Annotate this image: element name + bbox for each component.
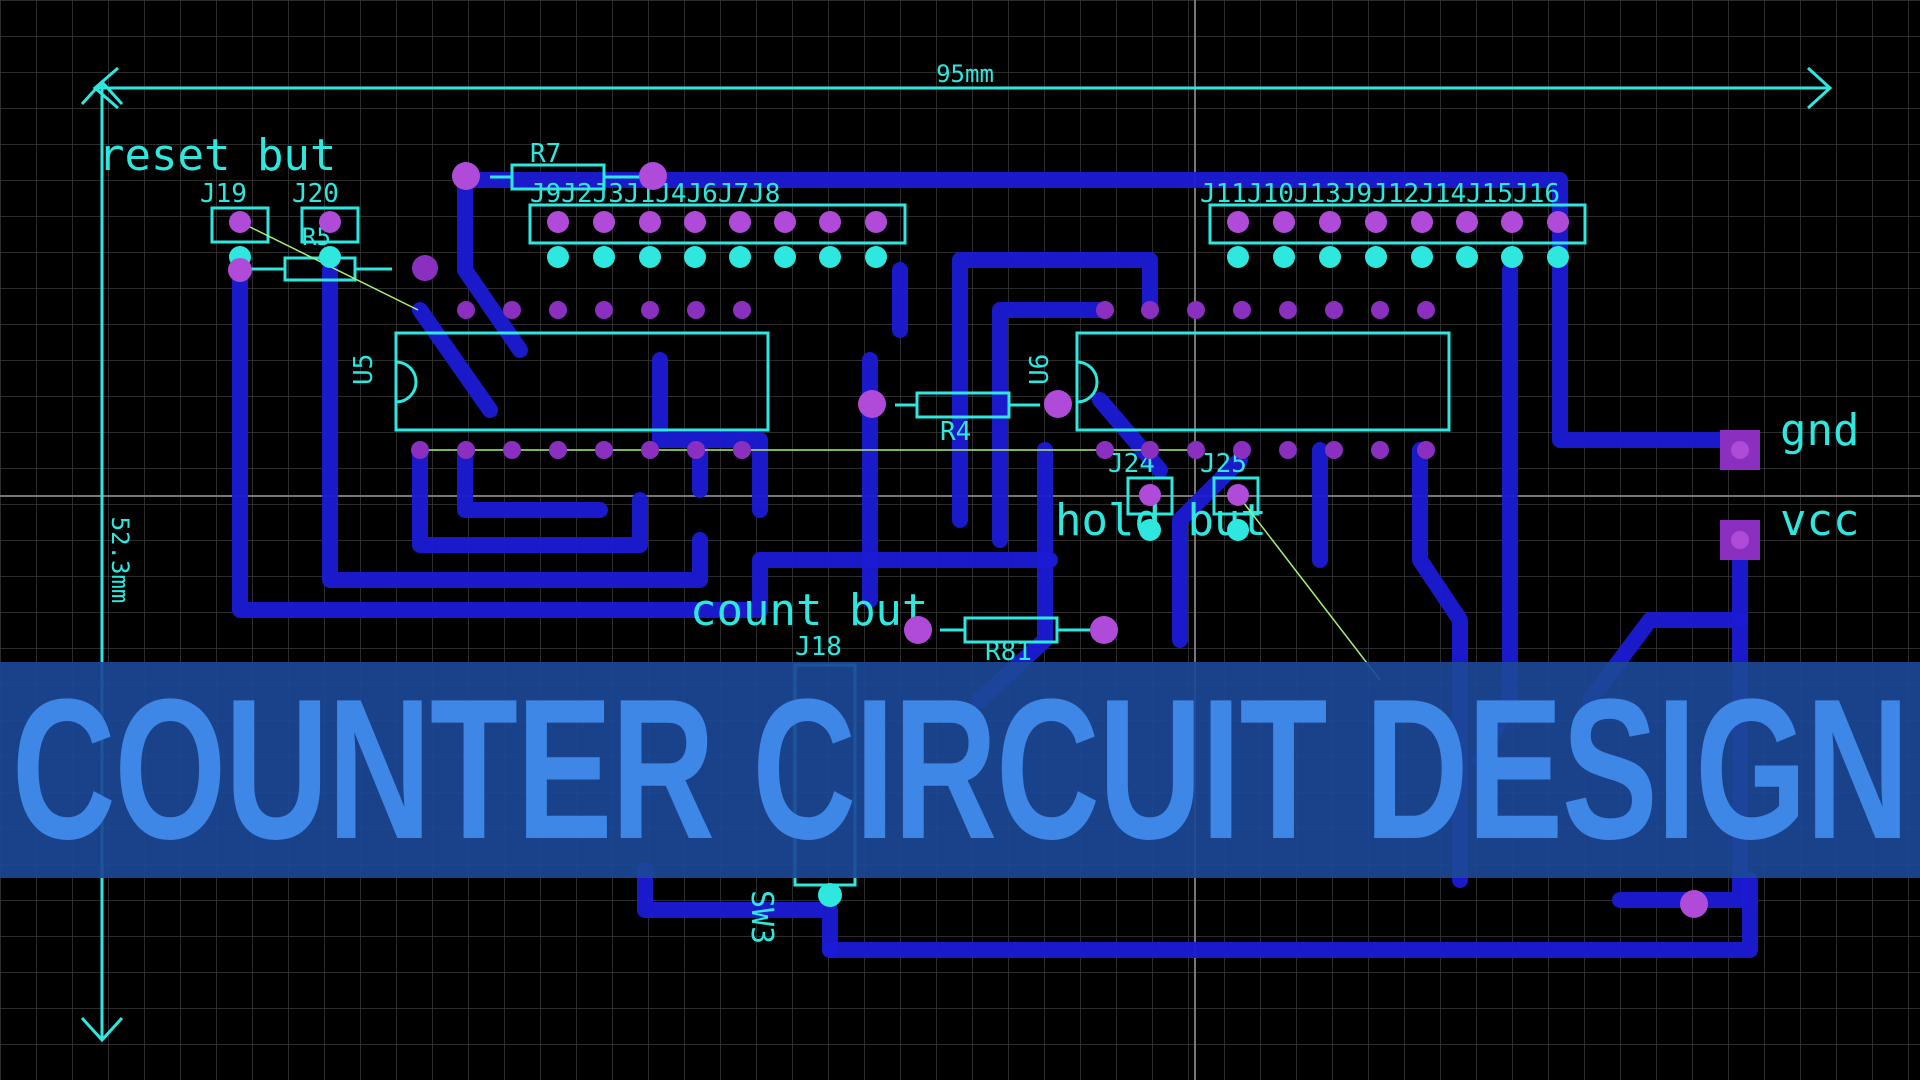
gnd-label: gnd (1780, 405, 1859, 456)
height-dimension-label: 52.3mm (106, 517, 134, 604)
discrete-pads (228, 162, 1708, 918)
gnd-pad-hole (1731, 441, 1749, 459)
u5-pins (411, 301, 751, 459)
count-button-label: count but (690, 585, 928, 636)
left-header-pads (547, 211, 887, 268)
dimension-arrows (80, 66, 1833, 1043)
vcc-pad-hole (1731, 531, 1749, 549)
u6-designator: U6 (1025, 354, 1055, 385)
j18-designator: J18 (795, 632, 842, 662)
right-header-pads (1227, 211, 1569, 268)
reset-button-label: reset but (98, 130, 336, 181)
sw3-designator: SW3 (744, 890, 779, 944)
title-banner: COUNTER CIRCUIT DESIGN (0, 662, 1920, 878)
u5-designator: U5 (349, 354, 379, 385)
j19-designator: J19 (200, 179, 247, 209)
page-title: COUNTER CIRCUIT DESIGN (11, 658, 1910, 881)
width-dimension-label: 95mm (936, 60, 994, 88)
vcc-label: vcc (1780, 495, 1859, 546)
u6-pins (1096, 301, 1435, 459)
j20-designator: J20 (292, 179, 339, 209)
r4-designator: R4 (940, 417, 971, 447)
